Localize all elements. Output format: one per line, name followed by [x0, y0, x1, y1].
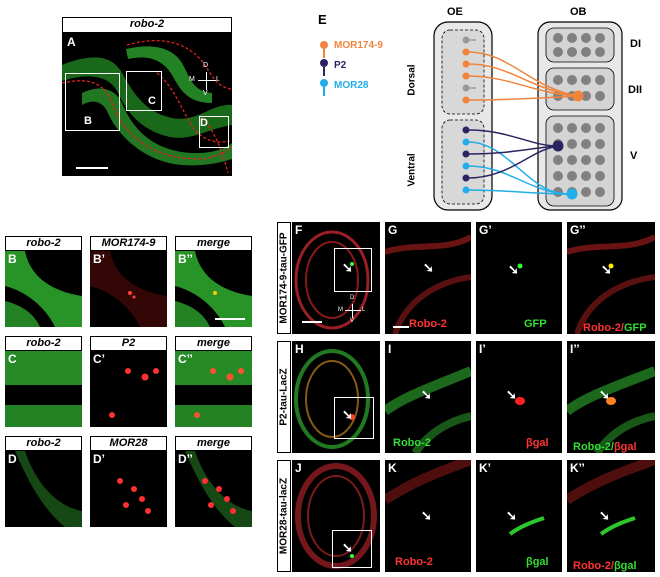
panel-b-merge: B’’ — [175, 251, 252, 327]
oe-title: OE — [447, 6, 463, 18]
ob-dii-label: DII — [628, 84, 643, 96]
row-d-header-3: merge — [175, 436, 252, 451]
row-b-header-3: merge — [175, 236, 252, 251]
ob-title: OB — [570, 6, 587, 18]
panel-a-box-d — [199, 116, 229, 148]
row-b-header-2: MOR174-9 — [90, 236, 167, 251]
legend-p2: P2 — [334, 60, 347, 71]
ventral-label: Ventral — [406, 153, 418, 187]
panel-f: F ➘ D V M L — [292, 222, 380, 334]
panel-i-channel: Robo-2 — [393, 437, 431, 449]
panel-k-prime: K’ ➘ βgal — [476, 460, 562, 572]
ob-v-label: V — [630, 150, 638, 162]
panel-i: I ➘ Robo-2 — [385, 341, 471, 453]
row-h-side-label: P2-tau-LacZ — [277, 341, 291, 453]
row-d-header-2: MOR28 — [90, 436, 167, 451]
panel-c: C — [5, 351, 82, 427]
panel-k: K ➘ Robo-2 — [385, 460, 471, 572]
row-c-header-3: merge — [175, 336, 252, 351]
panel-d: D — [5, 451, 82, 527]
panel-f-box — [334, 248, 372, 292]
panel-h-box — [334, 397, 374, 439]
panel-a-box-c-label: C — [148, 95, 156, 107]
row-c-header-2: P2 — [90, 336, 167, 351]
panel-a-label: A — [67, 35, 76, 49]
panel-a-box-b-label: B — [84, 115, 92, 127]
panel-a-box-c — [126, 71, 162, 111]
ob-di-label: DI — [630, 38, 641, 50]
panel-a-box-b — [65, 73, 120, 131]
panel-b-prime: B’ — [90, 251, 167, 327]
panel-c-merge: C’’ — [175, 351, 252, 427]
panel-d-prime: D’ — [90, 451, 167, 527]
row-d-header-1: robo-2 — [5, 436, 82, 451]
row-b-header-1: robo-2 — [5, 236, 82, 251]
dorsal-label: Dorsal — [406, 64, 418, 96]
panel-b: B — [5, 251, 82, 327]
panel-a-compass: D V M L — [189, 62, 220, 97]
panel-h: H ➘ — [292, 341, 380, 453]
panel-g-prime: G’ ➘ GFP — [476, 222, 562, 334]
panel-f-compass: D V M L — [338, 295, 366, 324]
legend-pin-p2 — [318, 58, 330, 76]
panel-i-prime: I’ ➘ βgal — [476, 341, 562, 453]
panel-j-box — [332, 530, 372, 568]
panel-k-prime-channel: βgal — [526, 556, 549, 568]
panel-a-box-d-label: D — [200, 117, 208, 129]
panel-d-merge: D’’ — [175, 451, 252, 527]
panel-k-channel: Robo-2 — [395, 556, 433, 568]
legend-mor28: MOR28 — [334, 80, 369, 91]
panel-g-merge: G’’ ➘ Robo-2/GFP — [567, 222, 655, 334]
panel-c-prime: C’ — [90, 351, 167, 427]
legend-pin-mor28 — [318, 78, 330, 96]
panel-a-image: A B C D D V M L — [62, 33, 232, 176]
row-c-header-1: robo-2 — [5, 336, 82, 351]
panel-g-channel: Robo-2 — [409, 318, 447, 330]
panel-e-diagram — [433, 21, 623, 211]
panel-e-label: E — [318, 12, 327, 27]
panel-g: G ➘ Robo-2 — [385, 222, 471, 334]
panel-j: J ➘ — [292, 460, 380, 572]
panel-i-merge: I’’ ➘ Robo-2/βgal — [567, 341, 655, 453]
panel-g-prime-channel: GFP — [524, 318, 547, 330]
panel-i-prime-channel: βgal — [526, 437, 549, 449]
panel-a-header: robo-2 — [62, 17, 232, 33]
panel-k-merge: K’’ ➘ Robo-2/βgal — [567, 460, 655, 572]
row-j-side-label: MOR28-tau-lacZ — [277, 460, 291, 572]
row-f-side-label: MOR174-9-tau-GFP — [277, 222, 291, 334]
legend-pin-mor174 — [318, 40, 330, 58]
legend-mor174: MOR174-9 — [334, 40, 383, 51]
